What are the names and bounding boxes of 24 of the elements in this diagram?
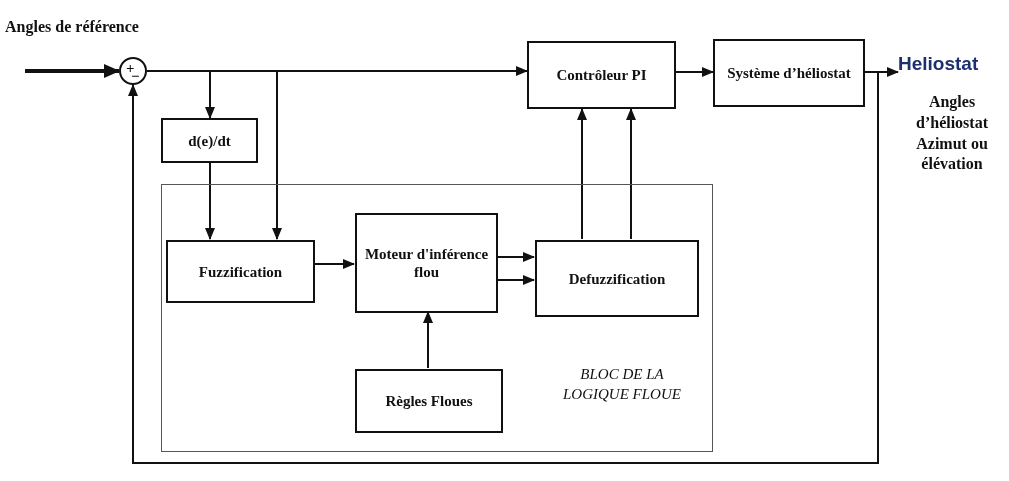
process-box: Contrôleur PI xyxy=(527,41,676,109)
arrow xyxy=(496,275,535,285)
process-box: Moteur d'inférence flou xyxy=(355,213,498,313)
process-box: Système d’héliostat xyxy=(713,39,865,107)
group-box xyxy=(161,184,713,452)
arrow xyxy=(25,64,120,78)
arrow xyxy=(146,70,282,240)
arrow xyxy=(496,252,535,262)
output-label: Heliostat xyxy=(898,50,1002,78)
output-description: Angles d’héliostat Azimut ou élévation xyxy=(915,92,989,175)
process-box: d(e)/dt xyxy=(161,118,258,163)
arrow xyxy=(675,67,714,77)
arrow xyxy=(313,259,355,269)
process-box: Fuzzification xyxy=(166,240,315,303)
arrow xyxy=(626,108,636,240)
summing-junction xyxy=(119,57,147,85)
group-title: BLOC DE LA LOGIQUE FLOUE xyxy=(562,365,682,404)
input-label: Angles de référence xyxy=(2,2,142,52)
arrow xyxy=(423,311,433,369)
process-box: Règles Floues xyxy=(355,369,503,433)
arrow xyxy=(128,71,879,464)
arrow xyxy=(577,108,587,240)
process-box: Defuzzification xyxy=(535,240,699,317)
arrow xyxy=(205,162,215,240)
